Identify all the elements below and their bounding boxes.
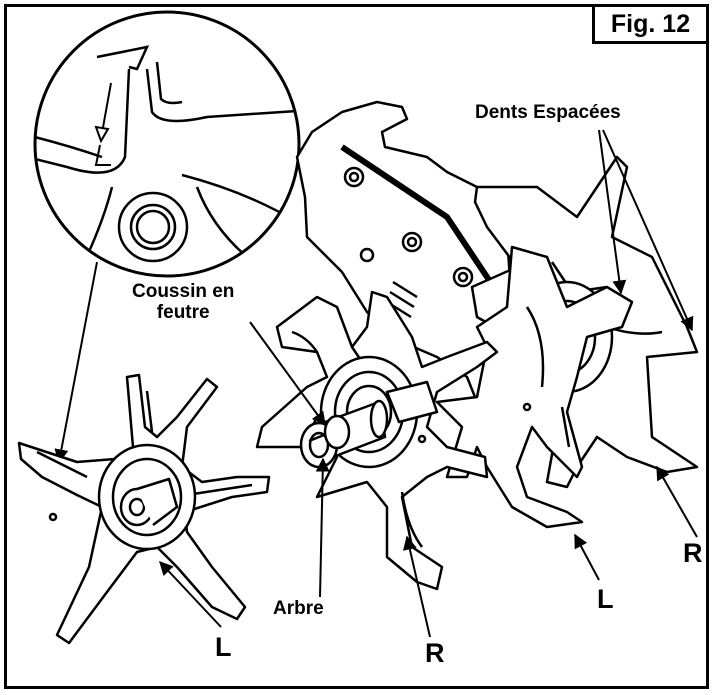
label-coussin-line1: Coussin en — [132, 281, 235, 302]
label-l-right-tine: L — [597, 584, 614, 614]
label-coussin-en-feutre: Coussin en feutre — [132, 281, 235, 324]
figure-number: Fig. 12 — [610, 9, 691, 38]
label-r-rear-tine: R — [683, 538, 703, 568]
label-arbre: Arbre — [273, 598, 324, 619]
detail-magnifier — [33, 10, 301, 278]
label-coussin-line2: feutre — [156, 301, 210, 323]
figure-number-box: Fig. 12 — [592, 7, 706, 44]
shaft-tine-assembly — [255, 290, 499, 591]
tiller-tines-illustration — [17, 10, 699, 645]
label-l-left-tine: L — [215, 632, 232, 662]
figure-frame: Fig. 12 — [4, 4, 709, 689]
label-r-front-tine: R — [425, 638, 445, 668]
callout-arrows — [159, 129, 698, 638]
label-dents-espacees: Dents Espacées — [475, 102, 621, 123]
rotation-direction-arrow — [94, 82, 112, 166]
left-tine-assembly — [17, 373, 271, 645]
